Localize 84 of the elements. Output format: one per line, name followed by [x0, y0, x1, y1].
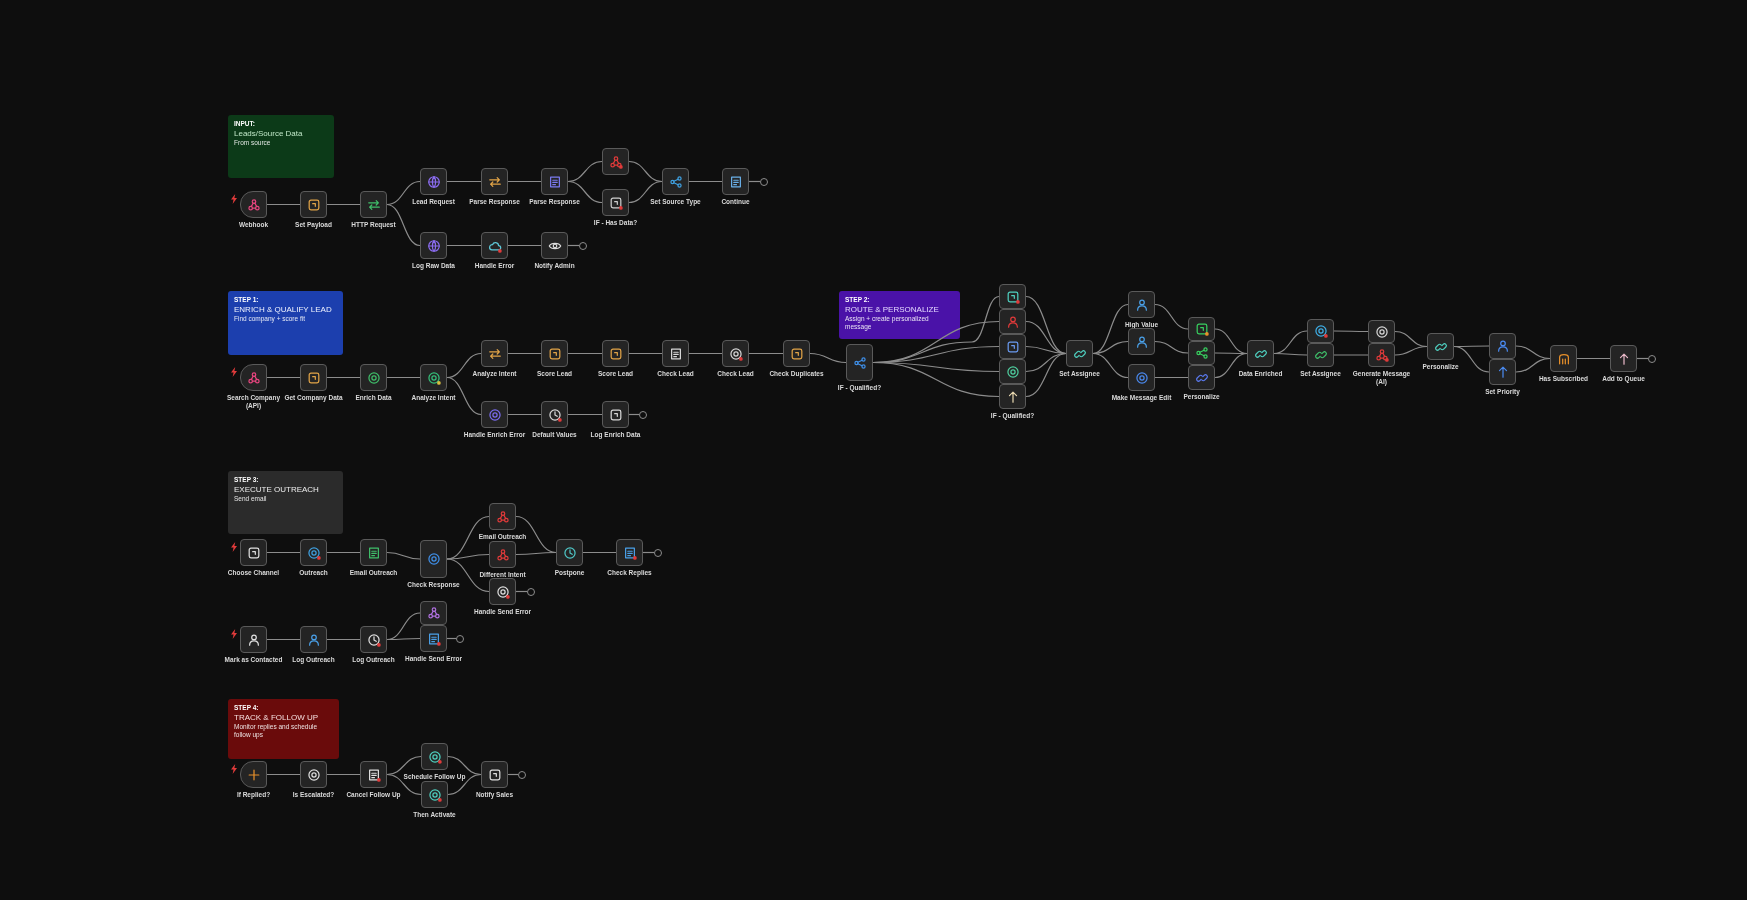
sticky-note [228, 115, 334, 178]
connector-line [326, 773, 361, 776]
connector-line [266, 203, 301, 206]
workflow-node [1188, 341, 1215, 365]
connector-line [266, 376, 301, 379]
connector-line [266, 638, 301, 641]
connector-line [326, 551, 361, 554]
sticky-note [839, 291, 960, 339]
connector-line [628, 160, 663, 183]
workflow-node [1188, 317, 1215, 341]
end-circle [760, 177, 768, 186]
connector-line [628, 180, 663, 204]
connector-line [446, 244, 482, 247]
connector-line [386, 637, 421, 641]
connector-line [326, 638, 361, 641]
connector-line [567, 160, 603, 183]
sticky-note [228, 699, 339, 759]
connector-line [748, 352, 784, 355]
workflow-node [999, 309, 1026, 334]
end-circle [579, 241, 587, 250]
connector-line [1453, 345, 1490, 373]
end-circle [456, 634, 464, 643]
connector-line [1214, 352, 1248, 379]
connector-line [1092, 352, 1129, 379]
sticky-note [228, 471, 343, 534]
end-circle [639, 410, 647, 419]
connector-line [567, 352, 603, 355]
connector-line [1333, 354, 1369, 356]
connector-line [688, 180, 723, 183]
connector-line [1394, 345, 1428, 356]
end-circle [527, 587, 535, 596]
connector-line [515, 551, 557, 556]
sticky-note [228, 291, 343, 355]
connector-line [507, 244, 542, 247]
workflow-node [999, 334, 1026, 359]
connector-line [1092, 303, 1129, 355]
connector-line [446, 553, 490, 560]
connector-line [386, 376, 421, 379]
connector-line [567, 413, 603, 416]
connector-line [1333, 330, 1369, 333]
connector-line [1025, 352, 1067, 398]
connector-line [809, 352, 847, 364]
connector-line [326, 376, 361, 379]
connector-line [1515, 357, 1551, 373]
connector-line [326, 203, 361, 206]
connector-line [688, 352, 723, 355]
workflow-node [1307, 319, 1334, 343]
connector-line [507, 413, 542, 416]
connector-line [1154, 340, 1189, 354]
step-title: ENRICH & QUALIFY LEAD [234, 305, 332, 315]
connector-line [507, 352, 542, 355]
connector-line [266, 551, 301, 554]
workflow-node [1368, 320, 1395, 343]
connector-line [1576, 357, 1611, 360]
connector-line [266, 773, 301, 776]
step-title: TRACK & FOLLOW UP [234, 713, 318, 723]
connector-line [567, 180, 603, 204]
connector-line [1154, 376, 1189, 379]
connector-line [446, 558, 490, 593]
workflow-node [1128, 328, 1155, 355]
connector-line [386, 203, 421, 247]
connector-line [507, 180, 542, 183]
end-circle [518, 770, 526, 779]
connector-line [628, 352, 663, 355]
workflow-node [602, 148, 629, 175]
end-circle [654, 548, 662, 557]
workflow-node [999, 284, 1026, 309]
end-circle [1648, 354, 1656, 363]
connector-line [582, 551, 617, 554]
workflow-node [420, 601, 447, 625]
step-title: EXECUTE OUTREACH [234, 485, 319, 495]
connector-line [447, 773, 482, 796]
step-title: ROUTE & PERSONALIZE [845, 305, 939, 315]
workflow-node [999, 359, 1026, 384]
connector-line [1273, 352, 1308, 356]
connector-line [446, 180, 482, 183]
connector-line [446, 376, 482, 416]
step-title: Leads/Source Data [234, 129, 303, 139]
connector-line [1154, 303, 1189, 330]
workflow-node [1489, 333, 1516, 359]
connector-line [386, 773, 422, 796]
connector-line [872, 361, 1000, 398]
connector-line [1025, 295, 1067, 355]
connector-line [386, 551, 421, 560]
